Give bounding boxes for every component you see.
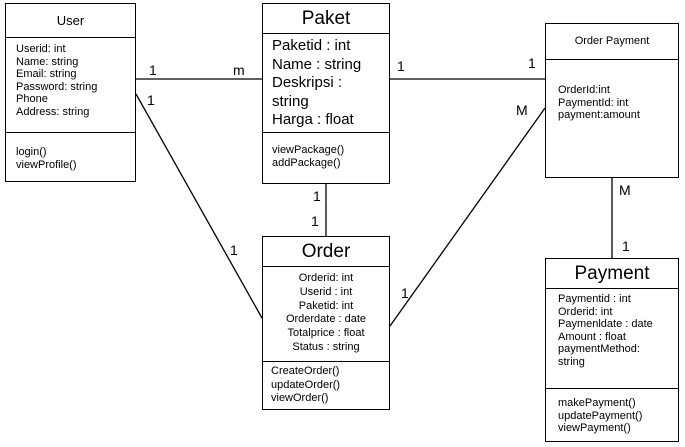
payment-attribute: Orderid: int (558, 305, 613, 318)
multiplicity-paket-order-order-end: 1 (311, 213, 319, 229)
paket-attribute: Name : string (272, 55, 362, 73)
payment-attribute: Paymenldate : date (558, 318, 653, 331)
user-attribute: Email: string (16, 68, 77, 81)
order-payment-attribute: OrderId:int (558, 84, 610, 96)
paket-attribute: string (272, 92, 309, 110)
payment-attribute: string (558, 355, 585, 368)
user-operation: viewProfile() (16, 158, 77, 171)
user-attribute: Password: string (16, 80, 98, 93)
multiplicity-order-payment-payment-payment-end: 1 (622, 238, 630, 254)
class-order-payment-title: Order Payment (546, 24, 678, 60)
paket-attribute: Deskripsi : (272, 74, 343, 91)
class-paket-title: Paket (263, 4, 389, 34)
payment-attribute: Paymentid : int (558, 293, 631, 305)
class-payment-title: Payment (546, 259, 678, 289)
class-order-title: Order (263, 237, 389, 267)
order-attribute: Totalprice : float (287, 327, 365, 340)
order-operation: updateOrder() (271, 378, 341, 391)
class-user-attributes: Userid: int Name: string Email: string P… (6, 38, 135, 133)
order-attribute: Userid : int (299, 285, 353, 298)
class-payment-operations: makePayment() updatePayment() viewPaymen… (546, 389, 678, 435)
multiplicity-user-paket-user-end: 1 (149, 62, 157, 78)
class-user: User Userid: int Name: string Email: str… (5, 3, 136, 182)
order-attribute: Orderdate : date (285, 313, 367, 326)
class-payment-attributes: Paymentid : int Orderid: int Paymenldate… (546, 289, 678, 389)
user-operation: login() (16, 146, 47, 158)
class-user-operations: login() viewProfile() (6, 133, 135, 171)
order-operation: viewOrder() (271, 392, 329, 404)
paket-attribute: Paketid : int (272, 37, 351, 54)
order-attribute: Paketid: int (298, 299, 354, 312)
class-user-title: User (6, 4, 135, 38)
payment-operation: updatePayment() (558, 409, 643, 422)
order-operation: CreateOrder() (271, 365, 340, 377)
multiplicity-paket-order-payment-order-payment-end: 1 (528, 55, 536, 71)
order-attribute: Status : string (292, 340, 360, 353)
association-order-order-payment (389, 107, 546, 327)
payment-operation: makePayment() (558, 397, 636, 409)
class-paket-attributes: Paketid : int Name : string Deskripsi : … (263, 34, 389, 133)
class-paket-operations: viewPackage() addPackage() (263, 133, 389, 170)
multiplicity-order-order-payment-order-end: 1 (401, 285, 409, 301)
class-payment: Payment Paymentid : int Orderid: int Pay… (545, 258, 679, 442)
order-attribute: Orderid: int (298, 272, 354, 284)
class-order-attributes: Orderid: int Userid : int Paketid: int O… (263, 267, 389, 362)
user-attribute: Userid: int (16, 43, 66, 55)
multiplicity-paket-order-paket-end: 1 (313, 188, 321, 204)
paket-operation: addPackage() (272, 157, 341, 169)
class-order: Order Orderid: int Userid : int Paketid:… (262, 236, 390, 410)
class-order-payment: Order Payment OrderId:int PaymentId: int… (545, 23, 679, 178)
order-payment-attribute: PaymentId: int (558, 96, 629, 109)
multiplicity-user-paket-paket-end: m (233, 62, 245, 78)
payment-attribute: paymentMethod: (558, 343, 640, 356)
payment-attribute: Amount : float (558, 330, 626, 343)
multiplicity-user-order-order-end: 1 (230, 242, 238, 258)
paket-attribute: Harga : float (272, 111, 354, 128)
user-attribute: Phone (16, 93, 48, 106)
multiplicity-user-order-user-end: 1 (147, 92, 155, 108)
user-attribute: Name: string (16, 55, 79, 68)
multiplicity-paket-order-payment-paket-end: 1 (397, 58, 405, 74)
paket-operation: viewPackage() (272, 144, 345, 156)
user-attribute: Address: string (16, 105, 90, 118)
multiplicity-order-payment-payment-order-payment-end: M (619, 182, 631, 198)
class-order-payment-attributes: OrderId:int PaymentId: int payment:amoun… (546, 60, 678, 122)
class-order-operations: CreateOrder() updateOrder() viewOrder() (263, 362, 389, 406)
order-payment-attribute: payment:amount (558, 109, 640, 122)
payment-operation: viewPayment() (558, 422, 631, 435)
multiplicity-order-order-payment-order-payment-end: M (516, 102, 528, 118)
association-user-order (135, 93, 263, 319)
class-paket: Paket Paketid : int Name : string Deskri… (262, 3, 390, 184)
